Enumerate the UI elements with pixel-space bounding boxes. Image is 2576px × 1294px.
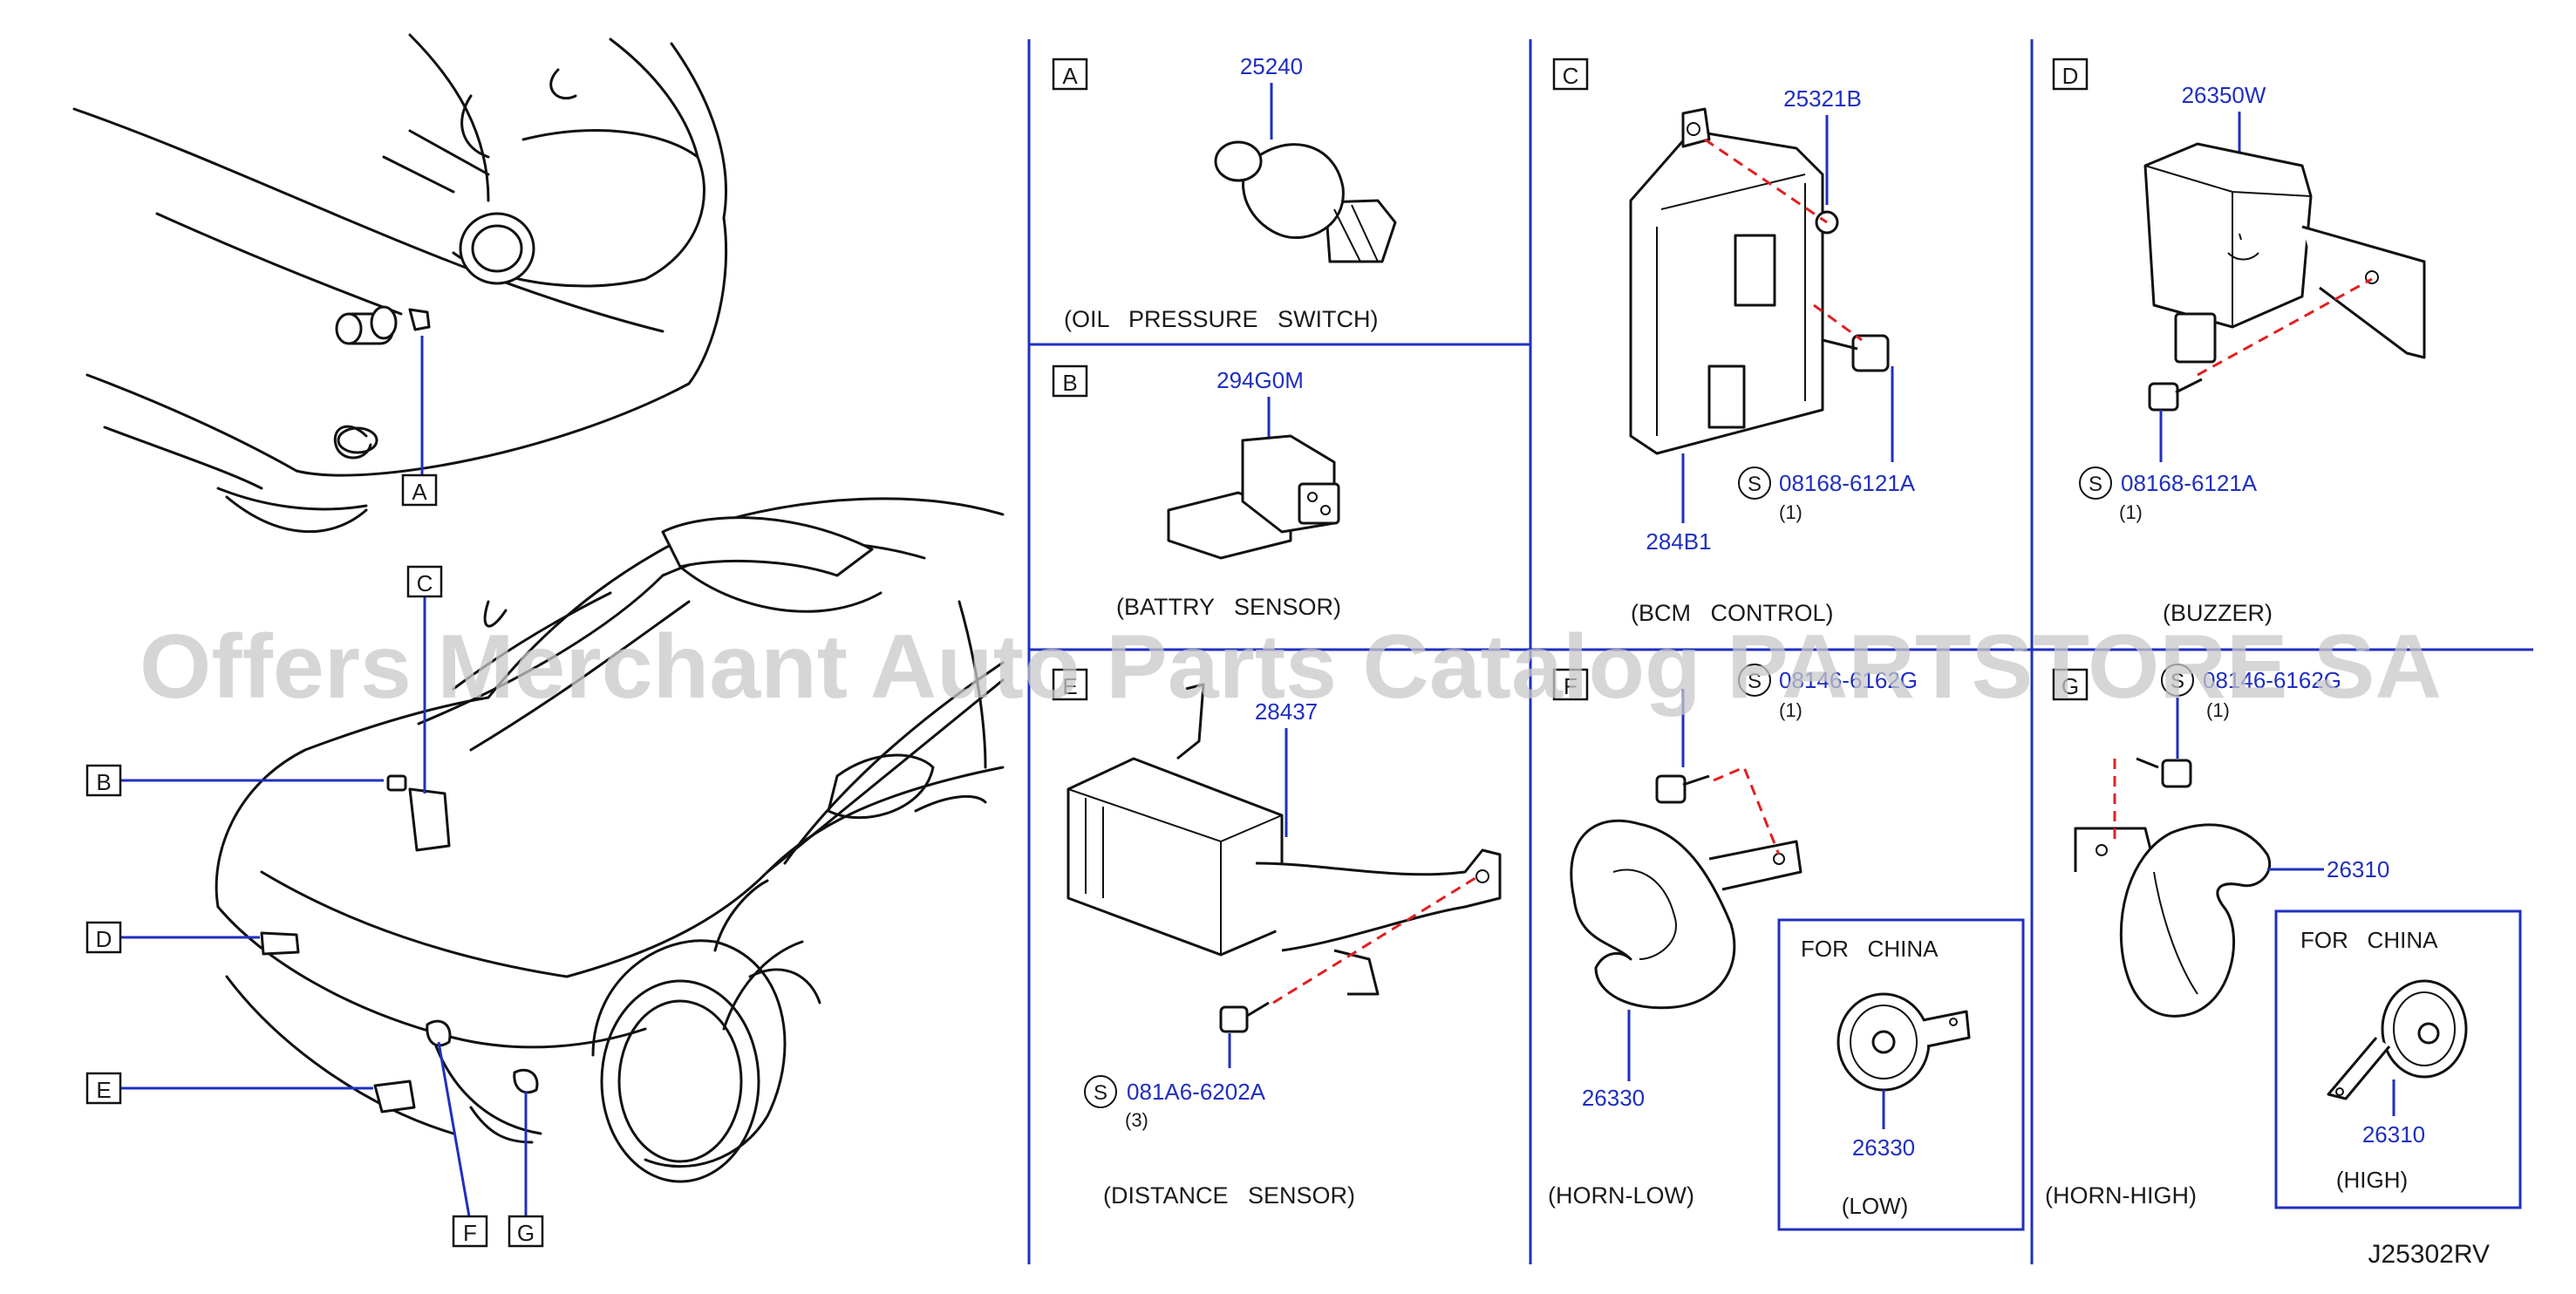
callout-box-d[interactable]: D — [85, 921, 122, 954]
panel-c-part-no-2: 284B1 — [1646, 528, 1711, 555]
distance-sensor-drawing — [1067, 683, 1502, 1033]
panel-e-letter: E — [1062, 673, 1077, 699]
panel-f-bolt-symbol: S — [1748, 670, 1762, 693]
panel-f-qty: (1) — [1779, 699, 1803, 721]
callout-box-b[interactable]: B — [85, 764, 122, 797]
panel-f-letter: F — [1564, 673, 1578, 699]
panel-f-bolt-no: 08146-6162G — [1779, 667, 1918, 693]
panel-d-caption: (BUZZER) — [2163, 600, 2273, 626]
panel-b-part-no: 294G0M — [1216, 367, 1304, 393]
panel-f-inset: FOR CHINA 26330 (LOW) — [1777, 918, 2025, 1231]
buzzer-drawing — [2143, 142, 2426, 412]
panel-g-letter: G — [2061, 673, 2079, 699]
panel-f-inset-title: FOR CHINA — [1801, 936, 1939, 962]
panel-d-bolt-no: 08168-6121A — [2121, 470, 2258, 496]
panel-g-caption: (HORN-HIGH) — [2045, 1182, 2197, 1209]
panel-a-caption: (OIL PRESSURE SWITCH) — [1064, 306, 1379, 332]
panel-g-bolt-no: 08146-6162G — [2203, 667, 2341, 693]
panel-g-inset-caption: (HIGH) — [2336, 1167, 2408, 1193]
panel-b-letter: B — [1062, 370, 1077, 396]
panel-e-qty: (3) — [1125, 1109, 1148, 1131]
panel-e-caption: (DISTANCE SENSOR) — [1103, 1182, 1355, 1209]
panel-e: E 28437 S 081A6-6202A (3) (DISTANCE SENS… — [1052, 668, 1502, 1209]
panel-g-inset-title: FOR CHINA — [2300, 927, 2438, 953]
panel-b: B 294G0M (BATTRY SENSOR) — [1052, 364, 1341, 620]
diagram-code: J25302RV — [2368, 1240, 2490, 1269]
callout-label-a: A — [412, 479, 427, 505]
panel-e-part-no: 28437 — [1255, 698, 1318, 725]
callout-box-f[interactable]: F — [452, 1215, 488, 1248]
callout-label-g: G — [517, 1220, 535, 1246]
callout-label-f: F — [463, 1220, 477, 1246]
oil-pressure-switch-drawing — [1214, 140, 1397, 263]
panel-c-qty: (1) — [1779, 501, 1803, 523]
panel-g-qty: (1) — [2206, 699, 2230, 721]
panel-a-letter: A — [1062, 63, 1078, 89]
horn-low-drawing — [1570, 774, 1803, 1010]
panel-g-inset: FOR CHINA 26310 (HIGH) — [2274, 909, 2522, 1209]
panel-b-caption: (BATTRY SENSOR) — [1116, 594, 1341, 620]
vehicle-overview — [215, 497, 1005, 1183]
horn-high-drawing — [2074, 757, 2272, 1018]
panel-a: A 25240 (OIL PRESSURE SWITCH) — [1052, 53, 1397, 332]
panel-g: G S 08146-6162G (1) 26310 (HORN-HIGH) FO… — [2045, 664, 2522, 1209]
panel-d-qty: (1) — [2119, 501, 2143, 523]
panel-d-letter: D — [2062, 63, 2079, 89]
callout-box-a[interactable]: A — [401, 473, 438, 507]
callout-box-e[interactable]: E — [85, 1072, 122, 1105]
panel-e-bolt-symbol: S — [1094, 1081, 1107, 1105]
panel-c-bolt-no: 08168-6121A — [1779, 470, 1916, 496]
panel-c-caption: (BCM CONTROL) — [1631, 600, 1834, 626]
panel-d-part-no: 26350W — [2182, 82, 2266, 108]
panel-g-bolt-symbol: S — [2171, 670, 2184, 693]
battery-sensor-drawing — [1167, 434, 1340, 560]
panel-f: F S 08146-6162G (1) 26330 (HORN-LOW) FOR… — [1548, 664, 2025, 1231]
panel-f-part-no: 26330 — [1582, 1085, 1645, 1111]
callout-label-d: D — [96, 926, 112, 952]
panel-f-inset-caption: (LOW) — [1842, 1193, 1909, 1219]
callout-label-b: B — [96, 769, 111, 795]
panel-g-inset-part-no: 26310 — [2362, 1121, 2425, 1148]
panel-d-bolt-symbol: S — [2089, 473, 2102, 496]
panel-grid — [1027, 39, 2533, 1264]
panel-c-bolt-symbol: S — [1748, 473, 1762, 496]
callout-leaders — [120, 336, 528, 1217]
panel-c: C 25321B S 08168-6121A (1) 284B1 (BCM CO… — [1552, 58, 1916, 626]
bcm-control-drawing — [1629, 107, 1890, 455]
panel-f-caption: (HORN-LOW) — [1548, 1182, 1694, 1209]
callout-box-g[interactable]: G — [508, 1215, 544, 1248]
front-bumper-closeup — [72, 33, 728, 534]
panel-f-inset-part-no: 26330 — [1852, 1134, 1915, 1161]
panel-c-letter: C — [1563, 63, 1579, 89]
panel-a-part-no: 25240 — [1240, 53, 1303, 79]
panel-e-bolt-no: 081A6-6202A — [1127, 1079, 1266, 1105]
panel-g-part-no: 26310 — [2327, 856, 2389, 882]
panel-c-part-no: 25321B — [1783, 85, 1862, 112]
panel-d: D 26350W S 08168-6121A (1) (BUZZER) — [2052, 58, 2426, 626]
callout-label-e: E — [96, 1077, 111, 1103]
callout-label-c: C — [417, 570, 433, 596]
callout-box-c[interactable]: C — [406, 565, 443, 598]
watermark: Offers Merchant Auto Parts Catalog PARTS… — [140, 616, 2442, 718]
